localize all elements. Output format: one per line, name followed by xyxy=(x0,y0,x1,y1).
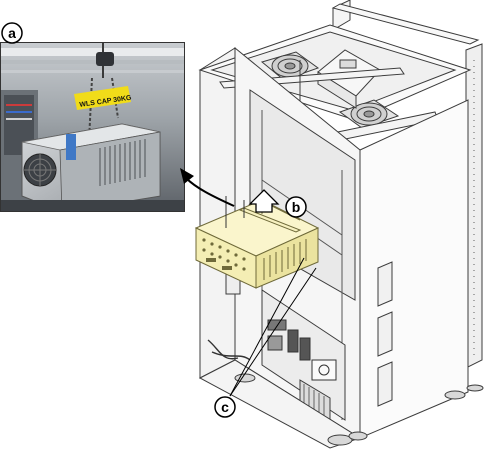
module-side-vents xyxy=(263,239,307,280)
lifted-module xyxy=(194,199,320,289)
photo-reference-arrow xyxy=(180,168,235,207)
cabinet-feet xyxy=(234,373,484,446)
lower-connectors xyxy=(267,319,337,381)
callout-c-leader-2 xyxy=(229,267,317,397)
top-fan-left xyxy=(260,51,320,81)
callout-b: b xyxy=(285,196,307,218)
callout-a: a xyxy=(1,22,23,44)
callout-b-circle xyxy=(285,196,307,218)
cabinet-right-panel xyxy=(359,99,469,439)
side-panel-cutouts xyxy=(377,261,393,407)
module-front-holes xyxy=(202,238,246,271)
callout-c-label: c xyxy=(221,399,229,415)
cabinet-left-panel xyxy=(199,47,236,379)
callout-c-leader-1 xyxy=(229,257,305,397)
lift-arrow xyxy=(248,189,280,213)
callout-c: c xyxy=(214,257,317,418)
callout-c-circle xyxy=(214,396,236,418)
callout-a-label: a xyxy=(8,25,16,41)
photo-inset: WLS CAP 30KG xyxy=(0,42,185,212)
callout-b-label: b xyxy=(292,199,301,215)
callout-a-circle xyxy=(1,22,23,44)
